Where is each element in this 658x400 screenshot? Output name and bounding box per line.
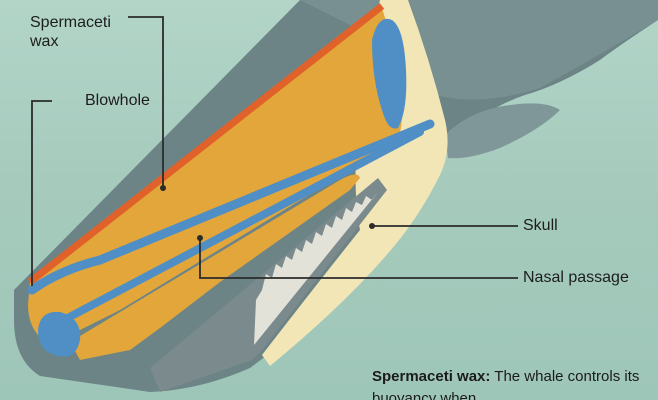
marker-spermaceti-wax: [160, 185, 166, 191]
label-spermaceti-wax-line-1: Spermaceti: [30, 13, 111, 32]
caption: Spermaceti wax: The whale controls its b…: [372, 366, 652, 400]
marker-skull: [369, 223, 375, 229]
label-blowhole: Blowhole: [85, 91, 150, 110]
label-nasal-passage: Nasal passage: [523, 268, 629, 287]
label-spermaceti-wax: Spermaceti wax: [30, 13, 111, 51]
caption-term: Spermaceti wax:: [372, 368, 490, 385]
label-spermaceti-wax-line-2: wax: [30, 32, 111, 51]
label-skull: Skull: [523, 216, 558, 235]
marker-nasal-passage: [197, 235, 203, 241]
